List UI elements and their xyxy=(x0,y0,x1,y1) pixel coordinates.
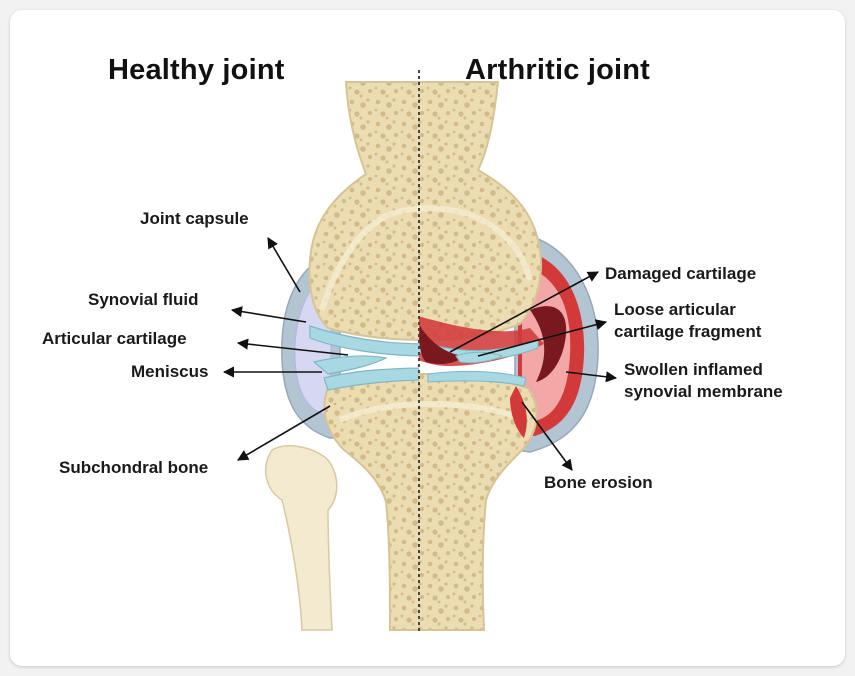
label-articular-cartilage: Articular cartilage xyxy=(42,329,187,348)
loose-fragment-shape xyxy=(455,351,504,364)
label-damaged-cartilage: Damaged cartilage xyxy=(605,264,757,283)
leader-arrows xyxy=(222,237,618,471)
diagram-card: Healthy joint Arthritic joint Joint caps… xyxy=(10,10,845,666)
arrow-joint-capsule xyxy=(267,237,301,293)
meniscus-shape xyxy=(312,355,388,375)
label-meniscus: Meniscus xyxy=(131,362,209,381)
joint-illustration xyxy=(222,70,618,632)
arrow-synovial-fluid xyxy=(230,306,307,323)
label-synovial-fluid: Synovial fluid xyxy=(88,290,199,309)
fibula xyxy=(264,445,338,631)
arrow-bone-erosion xyxy=(521,401,573,471)
bone-erosion-shape xyxy=(510,386,527,438)
arthritic-joint-title: Arthritic joint xyxy=(465,54,651,86)
label-subchondral-bone: Subchondral bone xyxy=(59,458,209,477)
erosion-dark-area xyxy=(419,326,464,364)
label-bone-erosion: Bone erosion xyxy=(544,473,653,492)
arrow-subchondral-bone xyxy=(237,405,331,461)
articular-cartilage-shape xyxy=(309,325,419,357)
label-swollen-membrane: Swollen inflamed synovial membrane xyxy=(624,360,783,401)
label-loose-fragment: Loose articular cartilage fragment xyxy=(614,300,762,341)
healthy-joint-title: Healthy joint xyxy=(108,54,285,86)
arrow-articular-cartilage xyxy=(236,338,349,356)
arrow-swollen-membrane xyxy=(565,371,618,383)
label-joint-capsule: Joint capsule xyxy=(140,209,249,228)
arrow-damaged-cartilage xyxy=(449,271,599,353)
arrow-loose-fragment xyxy=(477,319,608,357)
